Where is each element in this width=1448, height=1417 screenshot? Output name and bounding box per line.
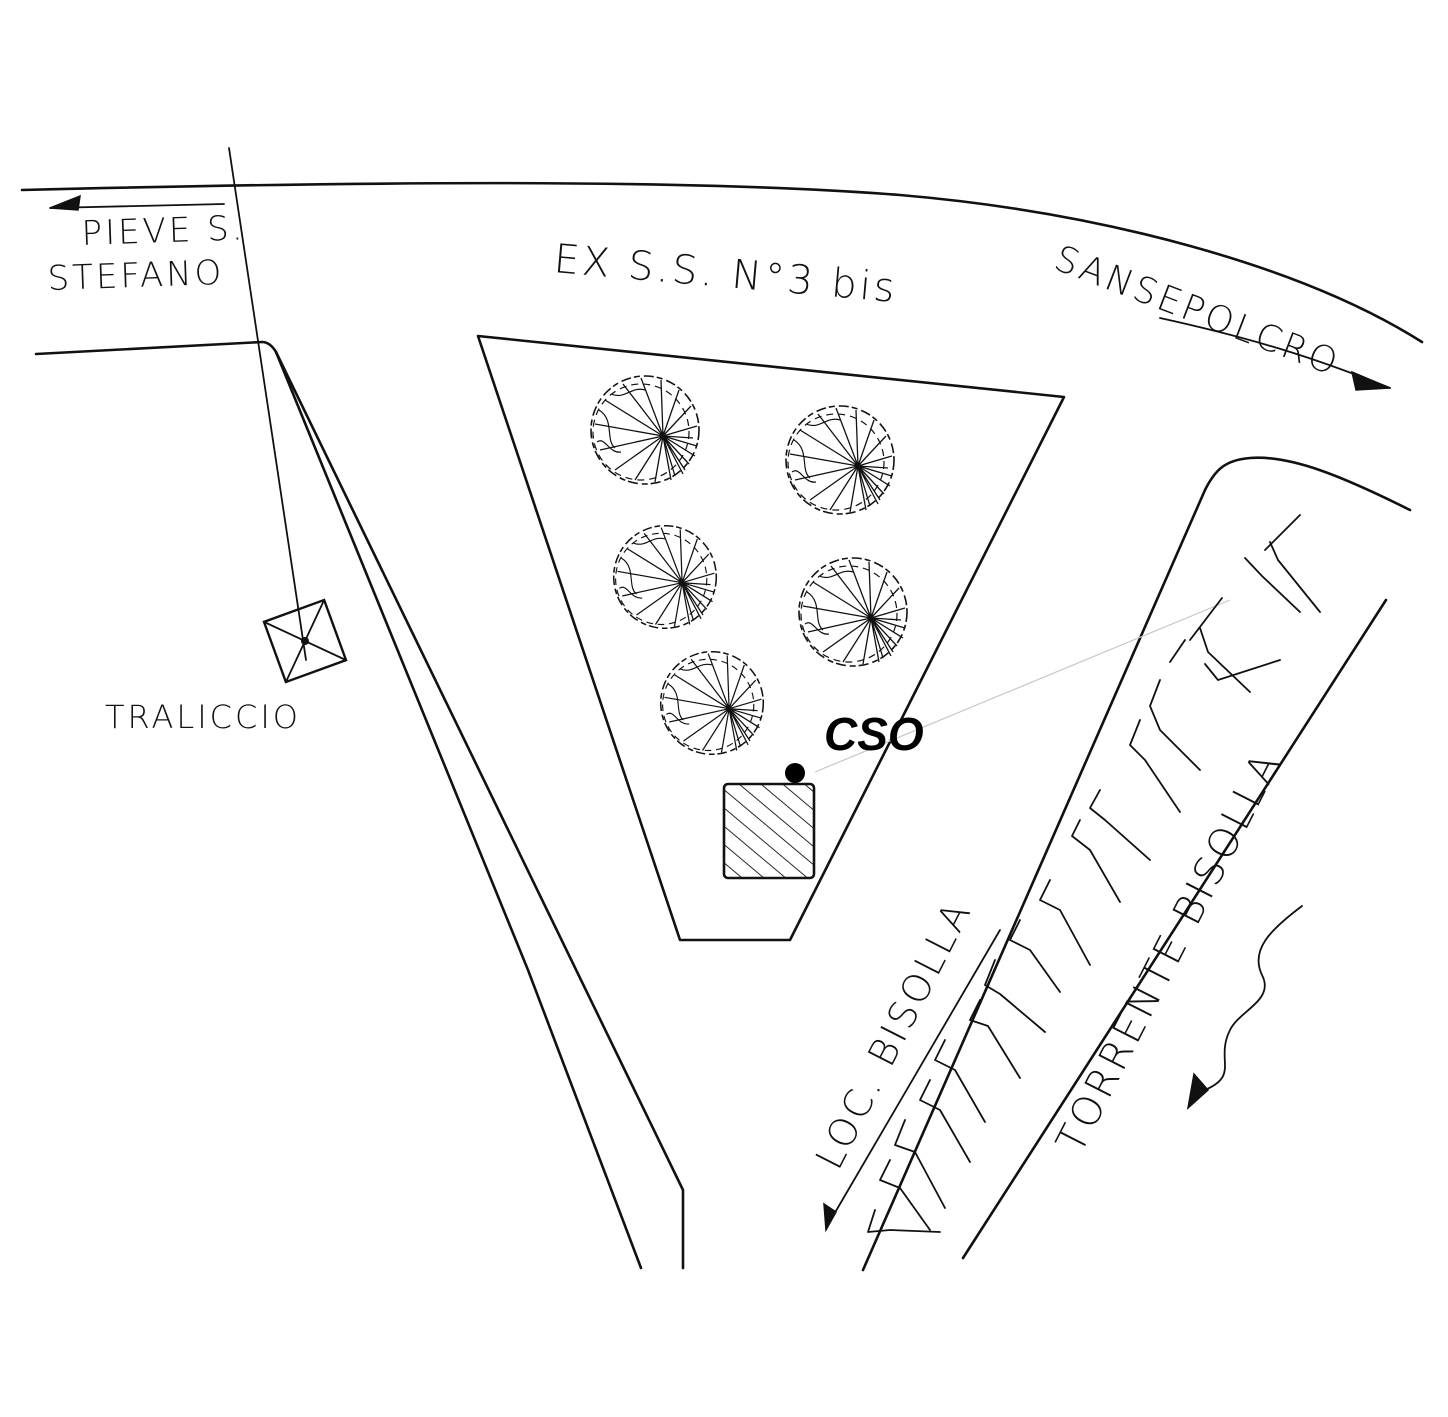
building-icon (722, 782, 816, 880)
pylon-icon (262, 598, 348, 684)
vegetation-marks (867, 514, 1321, 1233)
label-cso: CSO (824, 708, 924, 760)
tree-icon (612, 524, 718, 630)
power-line-faint (814, 599, 1231, 773)
arrow-left-icon (49, 194, 225, 211)
label-pieve-line2: STEFANO (47, 253, 225, 299)
river-bank-east (961, 598, 1388, 1260)
park-island (476, 334, 1066, 942)
arrow-right-icon (1159, 317, 1391, 391)
road-edge-north (20, 181, 1424, 344)
arrow-down-icon (823, 929, 1001, 1233)
label-sansepolcro: SANSEPOLCRO (1049, 238, 1346, 385)
tree-icon (798, 557, 908, 667)
river-flow-arrow-icon (1186, 905, 1303, 1111)
label-road-name: EX S.S. N°3 bis (552, 236, 899, 312)
point-marker-icon (785, 763, 805, 783)
tree-icon (659, 650, 765, 756)
tree-icon (590, 375, 700, 485)
road-edge-south-west (34, 340, 264, 356)
power-line (228, 147, 307, 661)
side-road-west-edge (260, 340, 685, 1270)
tree-icon (785, 405, 895, 515)
side-road-west-edge-2 (274, 350, 643, 1270)
label-torrente-bisolla: TORRENTE BISOLLA (1048, 743, 1291, 1160)
label-traliccio: TRALICCIO (105, 698, 301, 736)
side-road-east-edge (861, 456, 1412, 1272)
label-pieve-line1: PIEVE S. (81, 208, 246, 254)
